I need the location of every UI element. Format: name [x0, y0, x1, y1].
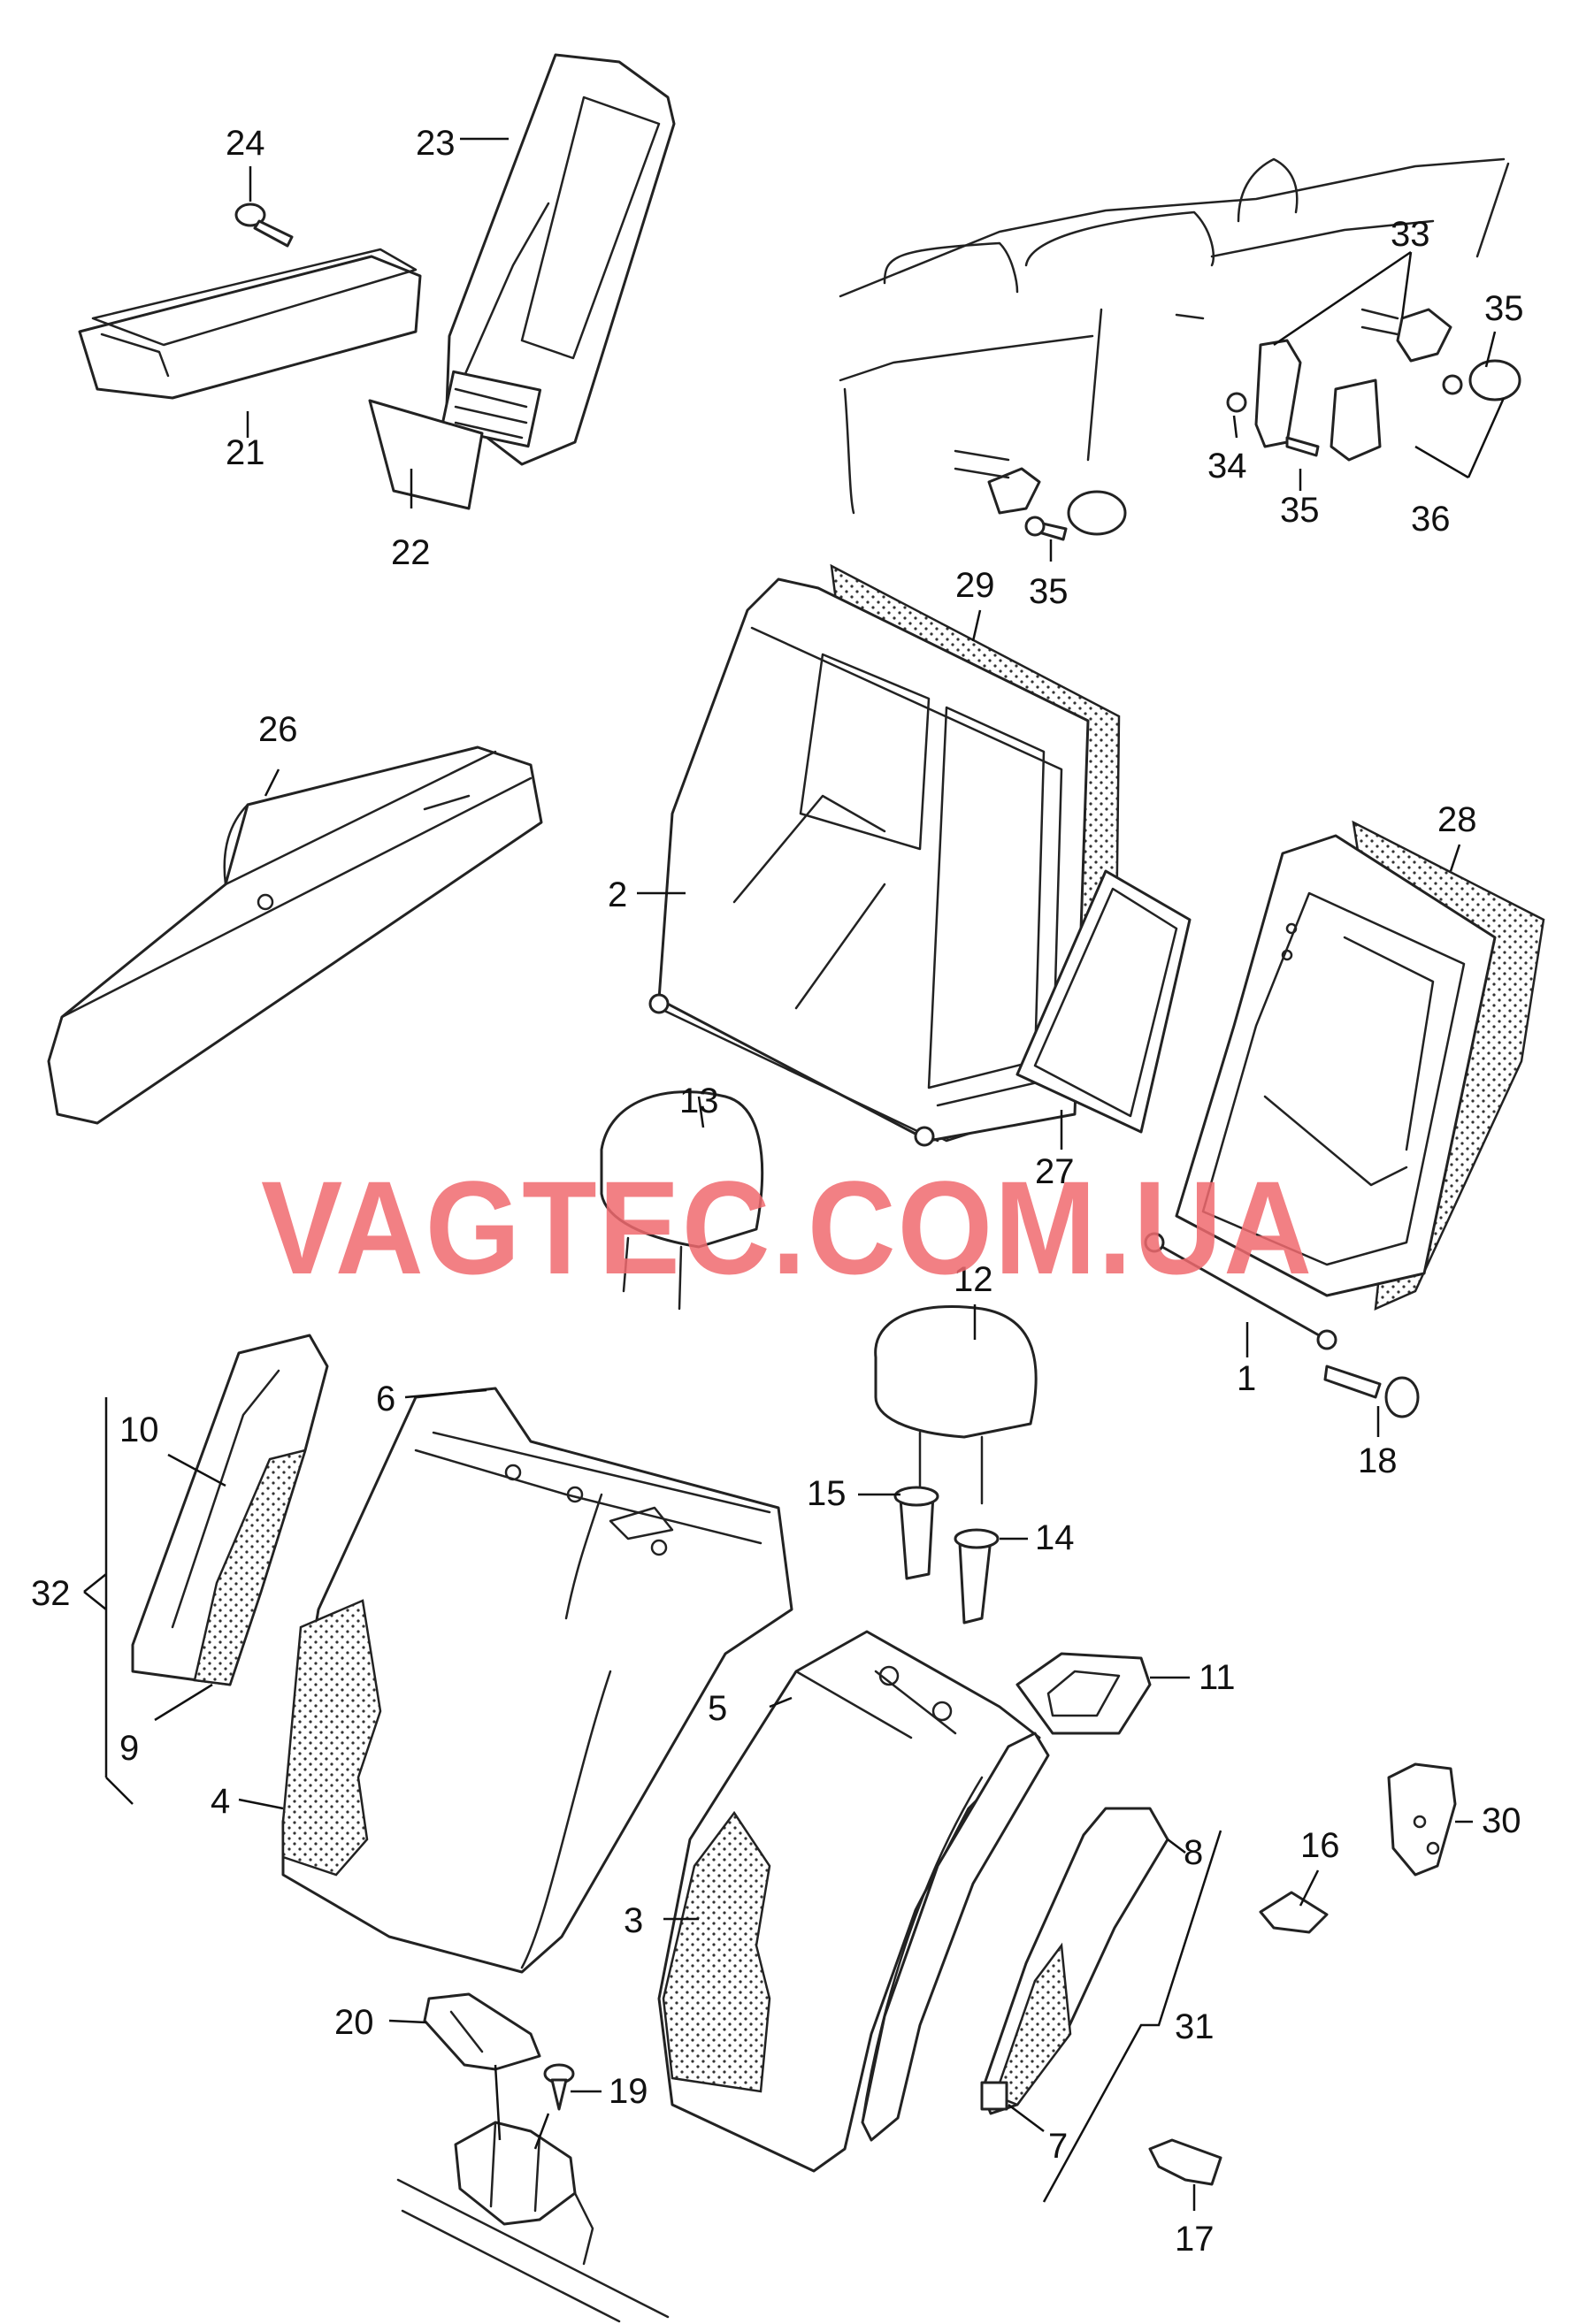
screw-part-19	[543, 2063, 575, 2111]
callout-21: 21	[226, 433, 265, 472]
side-bolster-part-9-10	[131, 1334, 329, 1686]
callout-26: 26	[258, 710, 298, 749]
latch-assembly	[396, 2121, 670, 2323]
headrest-part-13	[600, 1090, 764, 1311]
callout-35a: 35	[1484, 289, 1524, 328]
center-armrest-part-26	[47, 745, 543, 1125]
mounting-hardware-33-36	[954, 308, 1521, 541]
callout-31: 31	[1175, 2007, 1215, 2046]
callout-15: 15	[807, 1474, 847, 1513]
callout-30: 30	[1482, 1801, 1521, 1840]
bolt-part-18	[1323, 1365, 1420, 1418]
callout-19: 19	[609, 2072, 648, 2111]
callout-2: 2	[608, 875, 627, 914]
callout-4: 4	[211, 1782, 230, 1821]
callout-14: 14	[1035, 1518, 1075, 1557]
bracket-part-20	[423, 1992, 541, 2071]
callout-5: 5	[708, 1689, 727, 1728]
callout-13: 13	[679, 1082, 719, 1120]
callout-22: 22	[391, 533, 431, 572]
armrest-frame-part-23	[440, 53, 676, 466]
callout-20: 20	[334, 2003, 374, 2042]
callout-27: 27	[1035, 1152, 1075, 1191]
armrest-bolt-part-24	[234, 203, 294, 248]
hinge-part-30	[1387, 1762, 1457, 1877]
callout-17: 17	[1175, 2220, 1215, 2259]
callout-3: 3	[624, 1901, 643, 1940]
trim-panel-part-27	[1015, 869, 1192, 1134]
backrest-foam-part-4	[281, 1599, 382, 1877]
callout-35c: 35	[1029, 572, 1069, 611]
callout-18: 18	[1358, 1441, 1398, 1480]
callout-33: 33	[1391, 215, 1430, 254]
callout-24: 24	[226, 124, 265, 163]
callout-29: 29	[955, 566, 995, 605]
callout-11: 11	[1199, 1658, 1236, 1697]
callout-7: 7	[1048, 2127, 1068, 2166]
callout-labels: 24 23 21 22 33 35 34 35 36 35 29 26 2 28…	[31, 124, 1524, 2259]
side-bolster-part-7-8	[980, 1807, 1169, 2115]
callout-8: 8	[1184, 1833, 1203, 1872]
callout-10: 10	[119, 1410, 159, 1449]
callout-28: 28	[1437, 800, 1477, 839]
backrest-frame-part-28	[1175, 820, 1545, 1311]
watermark-text: VAGTEC.COM.UA	[261, 1153, 1314, 1302]
headrest-part-12	[874, 1305, 1038, 1505]
callout-35b: 35	[1280, 491, 1320, 530]
headrest-guides-14-15	[893, 1486, 1000, 1625]
backrest-frame-part-2	[648, 563, 1121, 1147]
armrest-cover-part-21	[78, 248, 422, 400]
callout-16: 16	[1300, 1826, 1340, 1865]
callout-32: 32	[31, 1574, 71, 1613]
callout-1: 1	[1237, 1359, 1256, 1398]
callout-34: 34	[1207, 447, 1247, 485]
leader-lines	[83, 137, 1506, 2211]
callout-9: 9	[119, 1729, 139, 1768]
bezel-part-11	[1015, 1652, 1152, 1735]
callout-36: 36	[1411, 500, 1451, 539]
backrest-bolster-part-5-side	[861, 1732, 1050, 2142]
callout-23: 23	[416, 124, 456, 163]
clip-part-17	[1148, 2138, 1222, 2186]
clip-part-16	[1259, 1891, 1329, 1934]
armrest-insert-part-22	[368, 399, 484, 510]
callout-12: 12	[954, 1260, 993, 1299]
backrest-foam-part-3	[662, 1810, 771, 2093]
callout-6: 6	[376, 1380, 395, 1418]
rear-seat-silhouette	[839, 157, 1510, 515]
rod-part-1	[1144, 1232, 1337, 1350]
